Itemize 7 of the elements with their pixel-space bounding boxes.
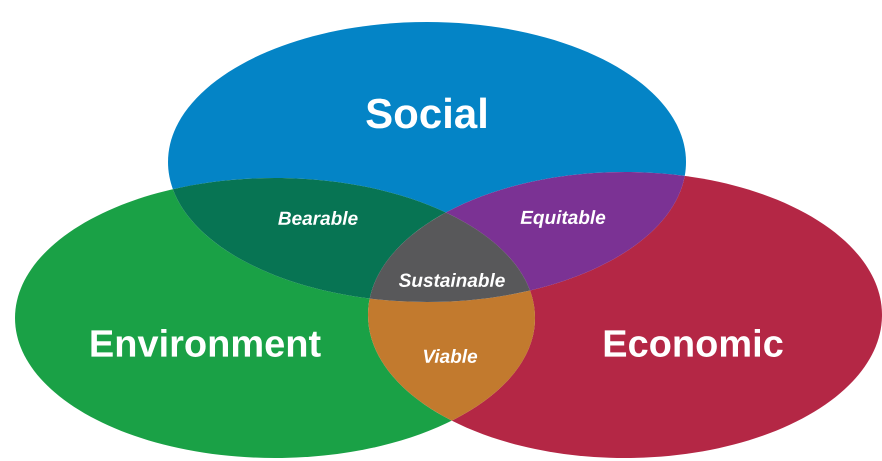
region-label: Viable xyxy=(424,349,478,363)
region-label: Social xyxy=(366,98,486,128)
region-label: Bearable xyxy=(278,211,358,225)
region-label: Environment xyxy=(91,329,321,357)
region-label: Economic xyxy=(604,329,783,357)
region-label: Equitable xyxy=(520,210,606,228)
region-label: Sustainable xyxy=(398,273,505,287)
